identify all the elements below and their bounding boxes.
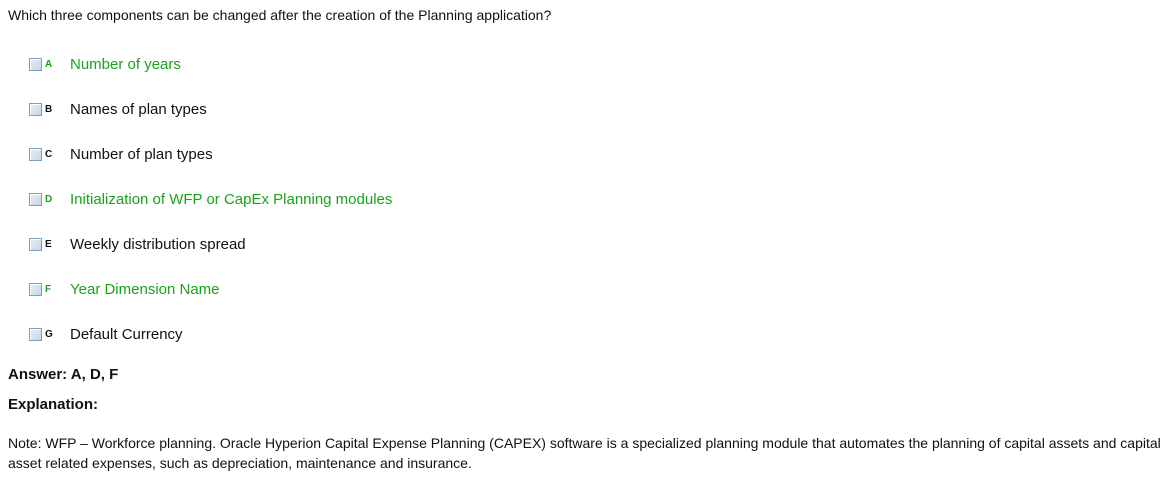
option-d[interactable]: D Initialization of WFP or CapEx Plannin… — [29, 189, 392, 209]
option-c-letter: C — [45, 148, 53, 160]
option-e-label: Weekly distribution spread — [70, 235, 246, 253]
question-text: Which three components can be changed af… — [8, 7, 552, 23]
option-c-label: Number of plan types — [70, 145, 213, 163]
option-e-letter: E — [45, 238, 52, 250]
option-d-checkbox[interactable] — [29, 192, 42, 206]
option-e[interactable]: E Weekly distribution spread — [29, 234, 246, 254]
option-g[interactable]: G Default Currency — [29, 324, 183, 344]
option-b[interactable]: B Names of plan types — [29, 99, 207, 119]
option-b-letter: B — [45, 103, 53, 115]
option-g-checkbox[interactable] — [29, 327, 42, 341]
option-e-checkbox[interactable] — [29, 237, 42, 251]
option-f-letter: F — [45, 283, 52, 295]
option-d-letter: D — [45, 193, 53, 205]
option-a-letter: A — [45, 58, 53, 70]
option-a-label: Number of years — [70, 55, 181, 73]
option-a-checkbox[interactable] — [29, 57, 42, 71]
option-f[interactable]: F Year Dimension Name — [29, 279, 220, 299]
explanation-note: Note: WFP – Workforce planning. Oracle H… — [8, 435, 1161, 471]
answer-text: Answer: A, D, F — [8, 366, 119, 383]
option-f-label: Year Dimension Name — [70, 280, 220, 298]
option-a[interactable]: A Number of years — [29, 54, 181, 74]
option-g-label: Default Currency — [70, 325, 183, 343]
option-c-checkbox[interactable] — [29, 147, 42, 161]
option-f-checkbox[interactable] — [29, 282, 42, 296]
option-g-letter: G — [45, 328, 53, 340]
option-b-checkbox[interactable] — [29, 102, 42, 116]
option-b-label: Names of plan types — [70, 100, 207, 118]
option-d-label: Initialization of WFP or CapEx Planning … — [70, 190, 393, 208]
option-c[interactable]: C Number of plan types — [29, 144, 213, 164]
explanation-heading: Explanation: — [8, 396, 99, 413]
